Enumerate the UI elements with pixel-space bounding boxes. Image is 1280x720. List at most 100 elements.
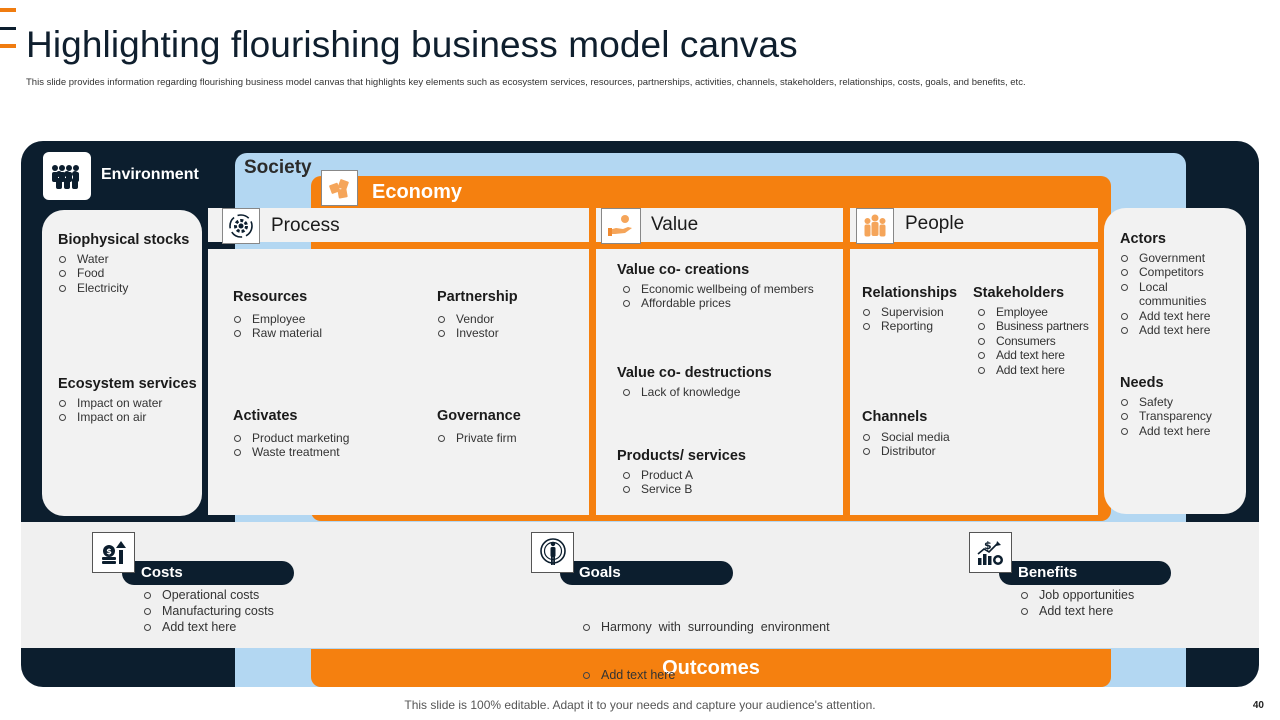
people-title: People — [905, 213, 965, 234]
list-item: Add text here — [1120, 309, 1238, 323]
actors-list: Government Competitors Local communities… — [1120, 251, 1238, 337]
page-title: Highlighting flourishing business model … — [26, 24, 798, 65]
goals-pill: Goals — [560, 561, 733, 585]
page-number: 40 — [1252, 700, 1264, 711]
list-item: Lack of knowledge — [622, 385, 740, 399]
governance-title: Governance — [437, 408, 521, 424]
list-item: Social media — [862, 430, 950, 444]
list-item: Investor — [437, 326, 499, 340]
value-title: Value — [651, 214, 699, 235]
list-item: Competitors — [1120, 265, 1238, 279]
corner-accent-top — [0, 8, 16, 12]
list-item: Operational costs — [143, 587, 274, 603]
benefits-title: Benefits — [1018, 564, 1078, 581]
process-header — [208, 208, 589, 242]
value-creations-title: Value co- creations — [617, 262, 750, 278]
stakeholders-list: Employee Business partners Consumers Add… — [977, 305, 1102, 377]
list-item: Impact on air — [58, 410, 162, 424]
products-services-list: Product A Service B — [622, 468, 693, 497]
process-panel — [208, 249, 589, 515]
activates-title: Activates — [233, 408, 298, 424]
list-item: Consumers — [977, 334, 1102, 348]
list-item: Raw material — [233, 326, 322, 340]
stakeholders-title: Stakeholders — [973, 285, 1065, 301]
needs-list: Safety Transparency Add text here — [1120, 395, 1212, 438]
page-subtitle: This slide provides information regardin… — [26, 77, 1026, 88]
biophysical-stocks-title: Biophysical stocks — [58, 232, 190, 248]
costs-list: Operational costs Manufacturing costs Ad… — [143, 587, 274, 635]
channels-list: Social media Distributor — [862, 430, 950, 459]
list-item: Add text here — [977, 348, 1102, 362]
puzzle-icon — [321, 170, 358, 206]
list-item: Job opportunities — [1020, 587, 1134, 603]
list-item: Reporting — [862, 319, 944, 333]
ecosystem-services-title: Ecosystem services — [58, 376, 197, 392]
economy-label: Economy — [372, 181, 463, 203]
ecosystem-services-list: Impact on water Impact on air — [58, 396, 162, 425]
list-item: Food — [58, 266, 128, 280]
goals-list: Harmony with surrounding environment Add… — [582, 587, 830, 699]
list-item: Economic wellbeing of members — [622, 282, 832, 296]
costs-pill: Costs — [122, 561, 294, 585]
relationships-title: Relationships — [862, 285, 958, 301]
list-item: Add text here — [143, 619, 274, 635]
costs-title: Costs — [141, 564, 183, 581]
channels-title: Channels — [862, 409, 928, 425]
value-creations-list: Economic wellbeing of members Affordable… — [622, 282, 832, 311]
biophysical-stocks-list: Water Food Electricity — [58, 252, 128, 295]
value-destructions-list: Lack of knowledge — [622, 385, 740, 399]
cost-growth-icon: $ — [92, 532, 135, 573]
people-panel — [850, 249, 1098, 515]
list-item: Safety — [1120, 395, 1212, 409]
team-icon — [856, 208, 894, 244]
list-item: Local communities — [1120, 280, 1216, 309]
list-item: Harmony with surrounding environment — [582, 619, 830, 635]
corner-accent-mid — [0, 27, 16, 30]
list-item: Employee — [233, 312, 322, 326]
list-item: Business partners — [977, 319, 1102, 333]
list-item: Electricity — [58, 281, 128, 295]
list-item: Add text here — [1120, 323, 1238, 337]
partnership-title: Partnership — [437, 289, 518, 305]
resources-list: Employee Raw material — [233, 312, 322, 341]
benefit-chart-icon: $ — [969, 532, 1012, 573]
list-item: Add text here — [1020, 603, 1134, 619]
benefits-pill: Benefits — [999, 561, 1171, 585]
value-destructions-title: Value co- destructions — [617, 365, 772, 381]
governance-list: Private firm — [437, 431, 517, 445]
outcomes-label: Outcomes — [662, 656, 760, 679]
list-item: Add text here — [977, 363, 1102, 377]
actors-title: Actors — [1120, 231, 1166, 247]
outcomes-details-band — [21, 522, 1259, 648]
list-item: Add text here — [582, 667, 830, 683]
list-item: Vendor — [437, 312, 499, 326]
list-item: Government — [1120, 251, 1238, 265]
list-item: Impact on water — [58, 396, 162, 410]
list-item: Employee — [977, 305, 1102, 319]
activates-list: Product marketing Waste treatment — [233, 431, 349, 460]
partnership-list: Vendor Investor — [437, 312, 499, 341]
list-item: Supervision — [862, 305, 944, 319]
list-item: Distributor — [862, 444, 950, 458]
svg-text:$: $ — [984, 539, 992, 552]
gear-cycle-icon — [222, 208, 260, 244]
relationships-list: Supervision Reporting — [862, 305, 944, 334]
environment-panel — [42, 210, 202, 516]
resources-title: Resources — [233, 289, 308, 305]
crowd-icon — [43, 152, 91, 200]
benefits-list: Job opportunities Add text here — [1020, 587, 1134, 619]
list-item: Service B — [622, 482, 693, 496]
list-item: Waste treatment — [233, 445, 349, 459]
society-label: Society — [244, 157, 312, 178]
process-title: Process — [271, 215, 340, 236]
list-item: Affordable prices — [622, 296, 832, 310]
hand-coin-icon — [601, 208, 641, 244]
outcomes-band: Outcomes — [311, 649, 1111, 687]
needs-title: Needs — [1120, 375, 1164, 391]
goal-person-icon — [531, 532, 574, 573]
list-item: Transparency — [1120, 409, 1212, 423]
environment-label: Environment — [101, 166, 199, 183]
footer-note: This slide is 100% editable. Adapt it to… — [404, 698, 876, 712]
list-item: Product A — [622, 468, 693, 482]
corner-accent-bottom — [0, 44, 16, 48]
